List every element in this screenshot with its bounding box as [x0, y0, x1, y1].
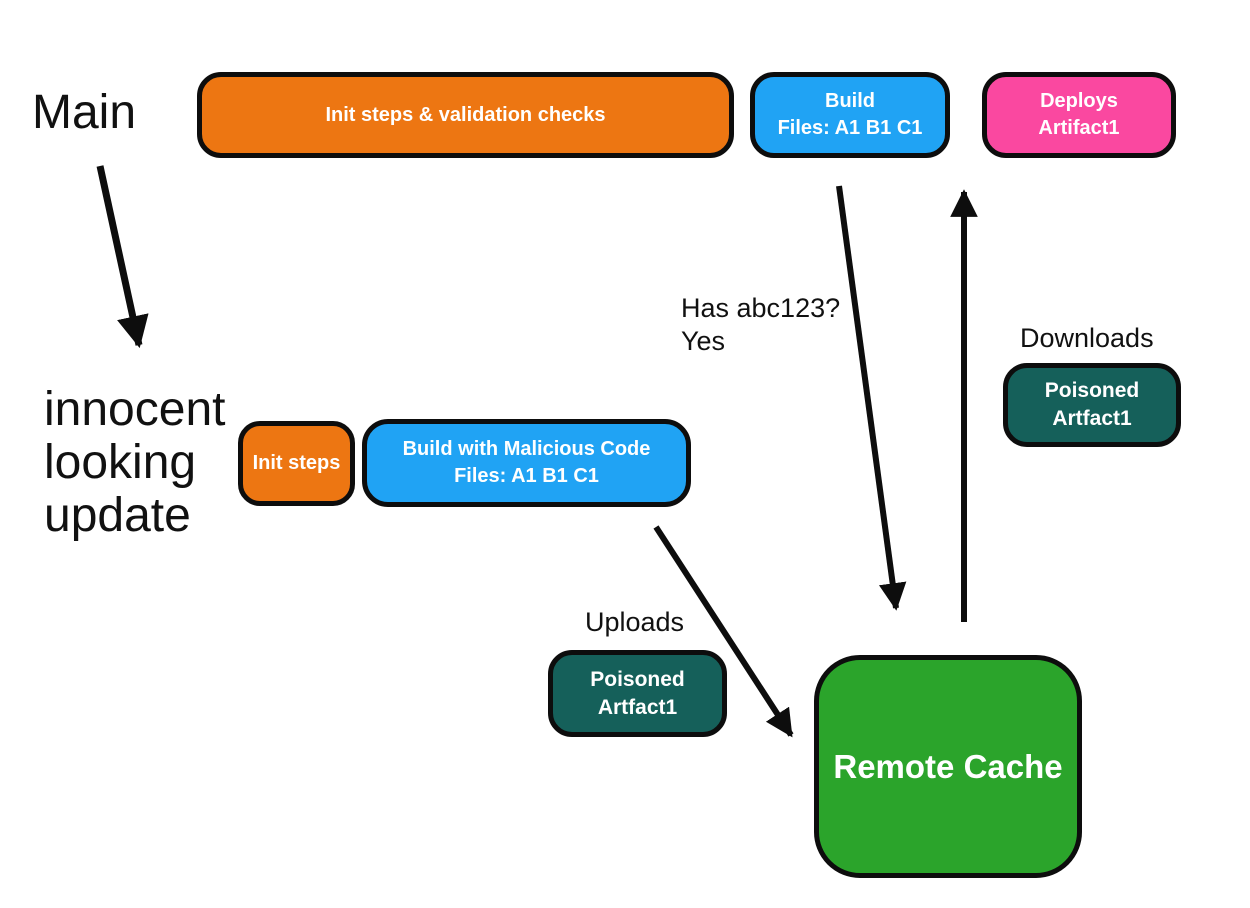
node-poisoned-download-line1: Poisoned	[1044, 379, 1140, 402]
node-init-validation-text: Init steps & validation checks	[325, 103, 606, 126]
node-deploys-artifact: Deploys Artifact1	[982, 72, 1176, 158]
node-build: Build Files: A1 B1 C1	[750, 72, 950, 158]
node-poisoned-upload-line1: Poisoned	[590, 667, 685, 691]
cache-query-line2: Yes	[681, 326, 726, 356]
uploads-label: Uploads	[585, 607, 685, 637]
node-init-steps-text: Init steps	[252, 452, 341, 474]
node-build-malicious-line2: Files: A1 B1 C1	[454, 465, 599, 487]
node-init-validation-checks: Init steps & validation checks	[197, 72, 734, 158]
node-init-steps: Init steps	[238, 421, 355, 506]
innocent-update-line1: innocent	[44, 383, 226, 436]
cache-query-line1: Has abc123?	[681, 293, 841, 323]
node-build-line1: Build	[825, 90, 875, 112]
cache-query-label: Has abc123? Yes	[681, 292, 840, 358]
innocent-update-line3: update	[44, 489, 191, 542]
node-poisoned-artifact-download: Poisoned Artfact1	[1003, 363, 1181, 447]
innocent-update-line2: looking	[44, 436, 197, 489]
node-build-malicious-line1: Build with Malicious Code	[402, 438, 651, 460]
node-remote-cache-text: Remote Cache	[833, 747, 1063, 785]
node-build-malicious: Build with Malicious Code Files: A1 B1 C…	[362, 419, 691, 507]
innocent-update-label: innocent looking update	[44, 383, 225, 542]
main-branch-label: Main	[32, 86, 137, 139]
node-poisoned-download-line2: Artfact1	[1052, 407, 1132, 430]
arrow-main-to-update	[96, 165, 149, 349]
downloads-label: Downloads	[1020, 323, 1154, 353]
node-deploys-line2: Artifact1	[1038, 117, 1120, 139]
node-remote-cache: Remote Cache	[814, 655, 1082, 878]
node-poisoned-upload-line2: Artfact1	[597, 695, 678, 719]
node-poisoned-artifact-upload: Poisoned Artfact1	[548, 650, 727, 737]
node-deploys-line1: Deploys	[1040, 90, 1118, 112]
arrow-build-to-cache	[836, 185, 907, 611]
node-build-line2: Files: A1 B1 C1	[777, 117, 923, 139]
